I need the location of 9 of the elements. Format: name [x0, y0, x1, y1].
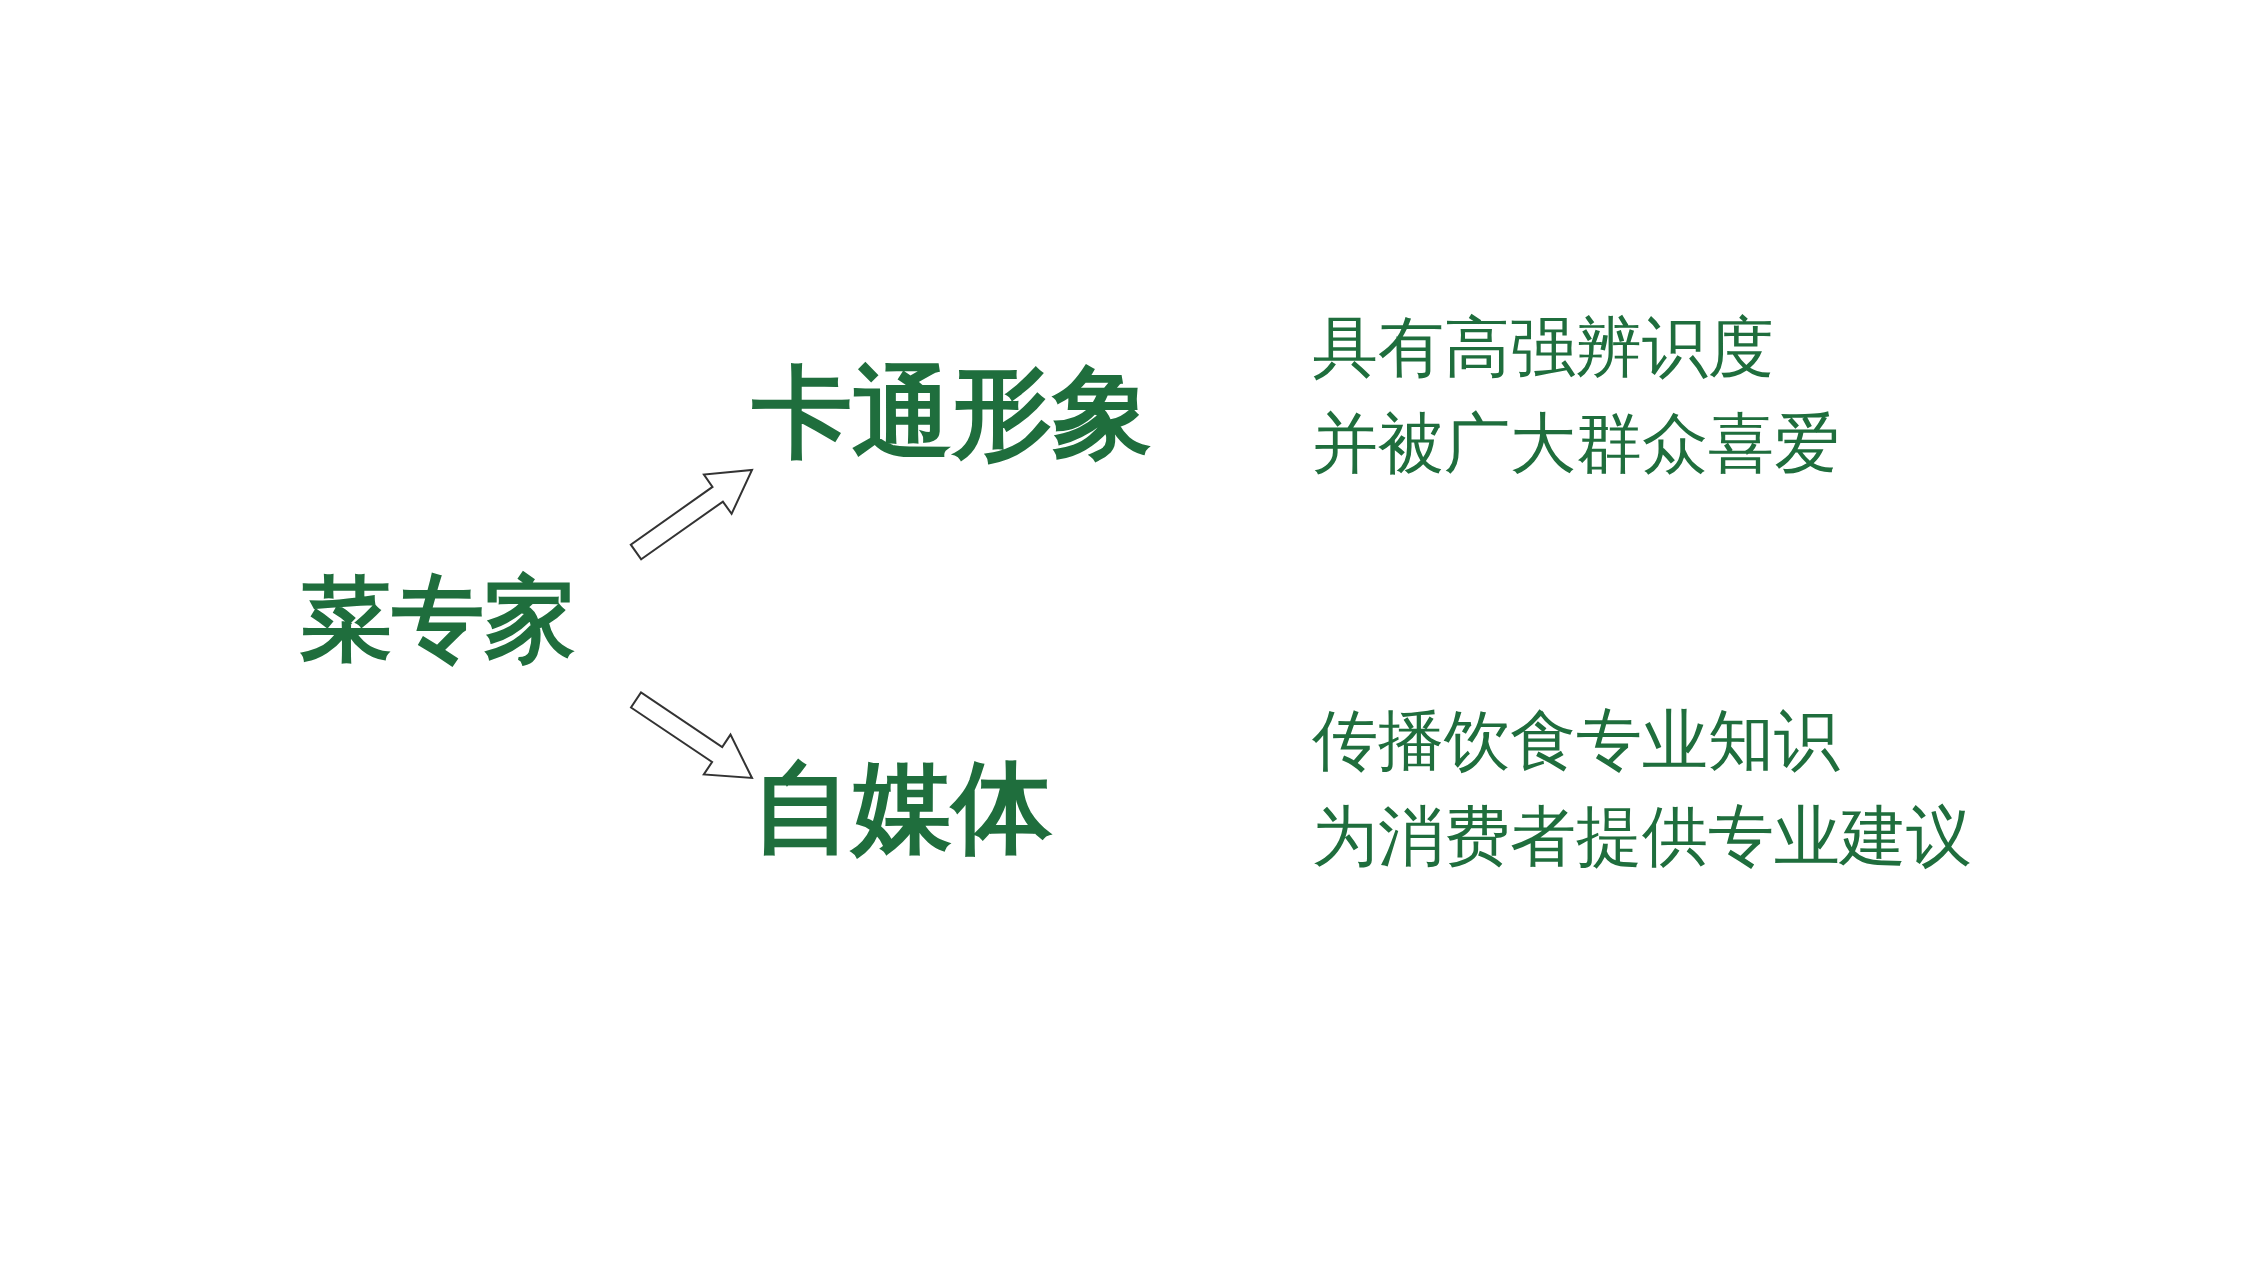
description-text: 并被广大群众喜爱	[1312, 411, 1840, 477]
hollow-arrow	[629, 468, 754, 561]
description-text: 传播饮食专业知识	[1312, 708, 1841, 774]
title-text: 菜专家	[300, 560, 636, 680]
hollow-arrow	[629, 691, 754, 780]
title-text: 自媒体	[752, 750, 1102, 865]
title-text: 卡通形象	[752, 355, 1202, 470]
description-text: 为消费者提供专业建议	[1312, 804, 1972, 870]
description-text: 具有高强辨识度	[1312, 315, 1775, 381]
